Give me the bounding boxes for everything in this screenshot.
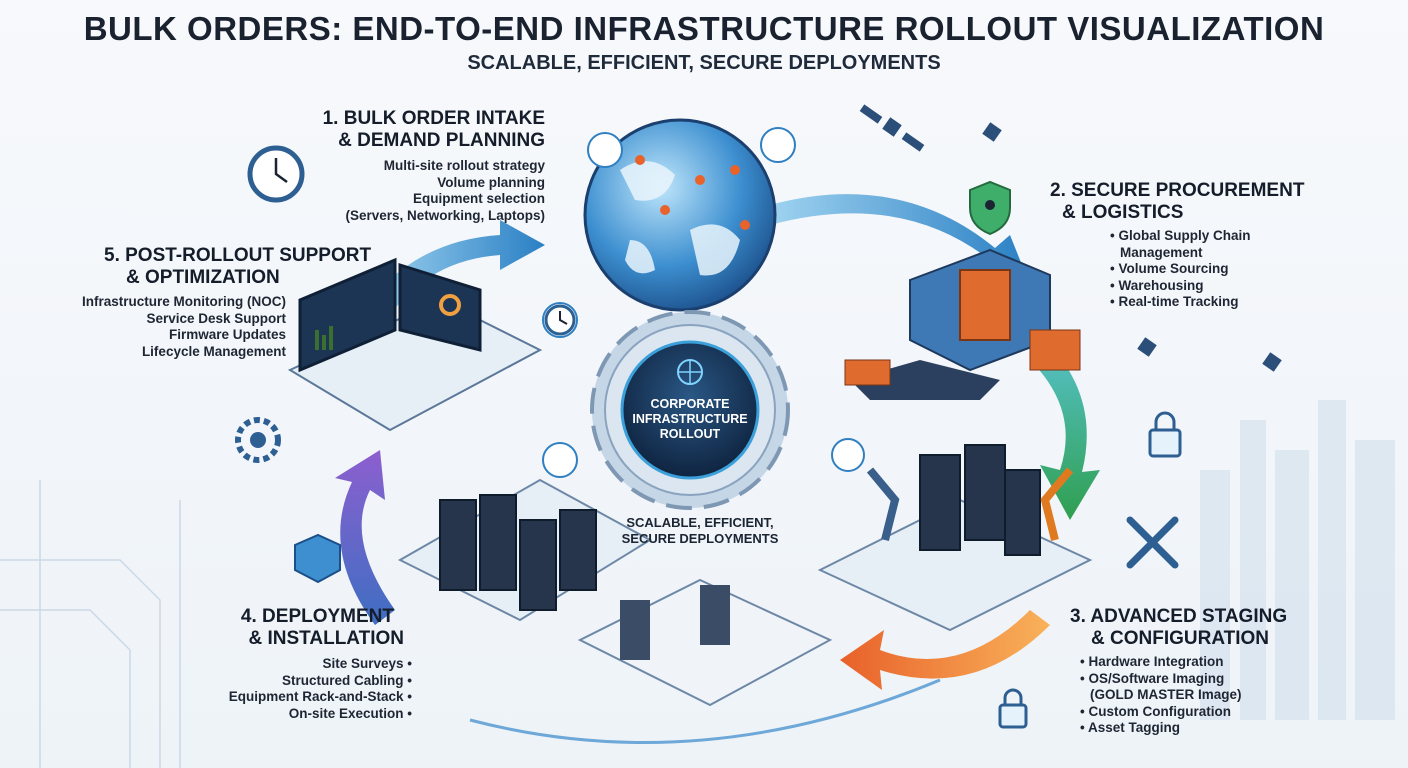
step-item: Site Surveys • <box>322 656 412 671</box>
step-item: • Custom Configuration <box>1080 703 1231 719</box>
clock-icon <box>247 145 305 203</box>
step-item: • Global Supply Chain <box>1110 228 1251 243</box>
arrow-support <box>335 450 395 625</box>
arrow-bottom <box>469 678 941 744</box>
step-title: & DEMAND PLANNING <box>338 130 545 151</box>
step-item: Multi-site rollout strategy <box>383 158 545 173</box>
step-title: & OPTIMIZATION <box>126 267 280 288</box>
staging-lab <box>817 444 1093 632</box>
step-item: On-site Execution • <box>288 705 412 721</box>
step-item: Firmware Updates <box>168 327 286 342</box>
clock-icon-small <box>544 304 576 336</box>
arrow-intake <box>370 220 545 315</box>
city-skyline <box>1200 400 1395 720</box>
network-icons <box>542 127 865 478</box>
step-item: (GOLD MASTER Image) <box>1090 687 1242 702</box>
datacenter-deployment <box>397 478 833 707</box>
gear-icon <box>235 417 281 463</box>
circuit-lines <box>0 480 181 768</box>
step-title: 5. POST-ROLLOUT SUPPORT <box>104 245 372 266</box>
server-cube-icon <box>294 533 341 584</box>
step-item: Structured Cabling • <box>282 672 412 688</box>
step-3-advanced-staging: 3. ADVANCED STAGING & CONFIGURATION • Ha… <box>1070 606 1310 737</box>
step-5-post-rollout-support: 5. POST-ROLLOUT SUPPORT & OPTIMIZATION <box>104 245 384 289</box>
step-item: • Volume Sourcing <box>1110 261 1229 276</box>
step-item: • Real-time Tracking <box>1110 294 1239 309</box>
step-item: Service Desk Support <box>146 310 286 326</box>
step-item: Equipment selection <box>412 191 545 206</box>
center-label: CORPORATE INFRASTRUCTURE ROLLOUT <box>632 397 748 441</box>
center-caption: SCALABLE, EFFICIENT, SECURE DEPLOYMENTS <box>621 515 779 546</box>
wrench-icon <box>1126 516 1179 569</box>
step-title: & CONFIGURATION <box>1091 628 1270 649</box>
step-item: • Warehousing <box>1110 277 1204 293</box>
logistics-containers <box>844 248 1081 400</box>
step-item: Management <box>1120 244 1203 260</box>
globe-illustration <box>583 118 777 312</box>
step-item: • Asset Tagging <box>1080 720 1180 735</box>
central-gear <box>590 310 790 510</box>
step-item: • Hardware Integration <box>1080 654 1224 669</box>
noc-workstation <box>287 257 543 432</box>
arrow-deployment <box>840 610 1050 690</box>
step-item: Infrastructure Monitoring (NOC) <box>82 294 286 309</box>
step-4-deployment: 4. DEPLOYMENT & INSTALLATION Site Survey… <box>190 606 412 722</box>
step-title: 2. SECURE PROCUREMENT <box>1050 180 1305 201</box>
step-item: Volume planning <box>437 174 545 190</box>
step-1-bulk-order-intake: 1. BULK ORDER INTAKE & DEMAND PLANNING M… <box>300 108 545 224</box>
step-title: 4. DEPLOYMENT <box>240 606 394 627</box>
step-title: 3. ADVANCED STAGING <box>1070 606 1288 627</box>
step-title: 1. BULK ORDER INTAKE <box>322 108 545 129</box>
step-5-items: Infrastructure Monitoring (NOC) Service … <box>60 294 286 360</box>
step-title: & LOGISTICS <box>1062 202 1184 223</box>
shield-lock-icon <box>969 180 1011 236</box>
step-title: & INSTALLATION <box>248 628 405 649</box>
padlock-icon <box>1148 411 1182 458</box>
arrow-staging <box>1030 345 1100 520</box>
padlock-icon-bottom <box>998 688 1028 729</box>
page-subtitle: SCALABLE, EFFICIENT, SECURE DEPLOYMENTS <box>467 52 941 74</box>
step-item: Lifecycle Management <box>141 343 286 359</box>
step-2-secure-procurement: 2. SECURE PROCUREMENT & LOGISTICS • Glob… <box>1050 180 1310 311</box>
step-item: (Servers, Networking, Laptops) <box>345 207 545 223</box>
page-title: BULK ORDERS: END-TO-END INFRASTRUCTURE R… <box>83 10 1325 47</box>
step-item: Equipment Rack-and-Stack • <box>228 689 412 704</box>
satellite-icon <box>859 104 1282 372</box>
step-item: • OS/Software Imaging <box>1080 670 1225 686</box>
